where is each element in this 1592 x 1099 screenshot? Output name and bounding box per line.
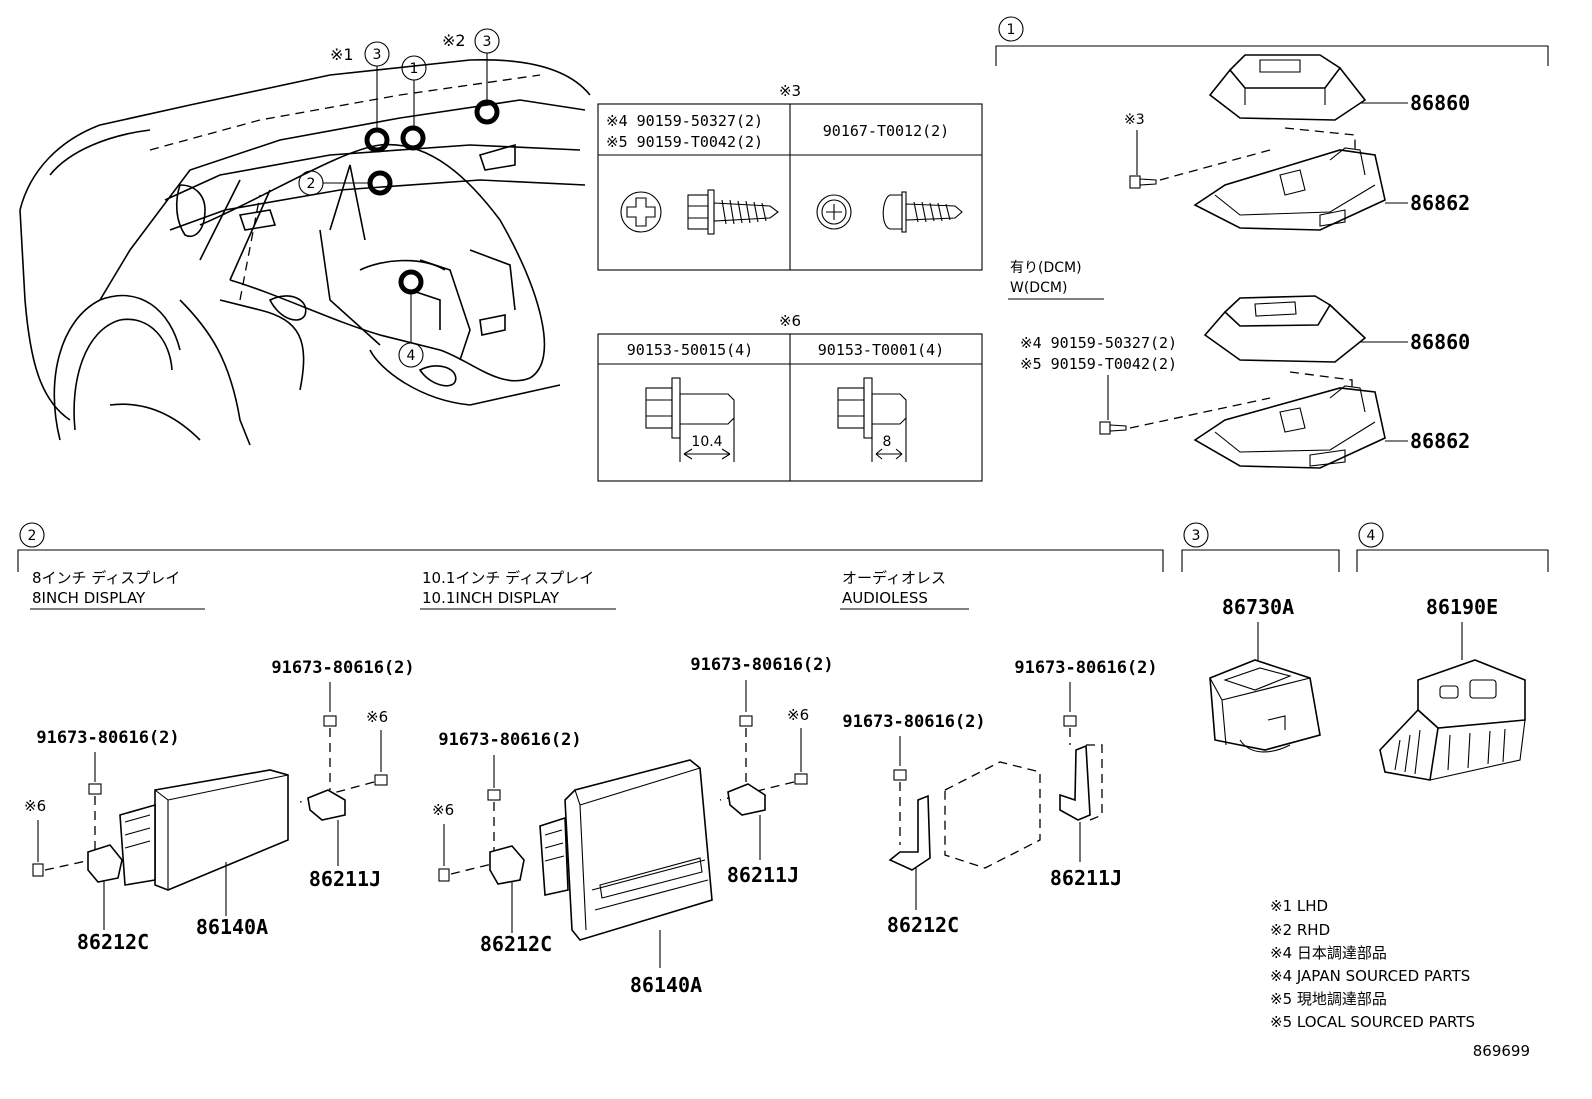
legend-item-5: ※5 LOCAL SOURCED PARTS [1270, 1013, 1475, 1031]
dcm-bracket-bottom [1193, 385, 1386, 469]
callout-4: 4 [407, 348, 416, 364]
part-86862-top: 86862 [1410, 191, 1470, 215]
usb-module-icon [1209, 659, 1321, 753]
part-86190E: 86190E [1426, 595, 1498, 619]
dcm-bracket-top [1193, 147, 1386, 231]
pan-screw-head-icon [816, 194, 852, 230]
legend-item-4: ※5 現地調達部品 [1270, 990, 1387, 1008]
screw-note2-line1: ※4 90159-50327(2) [1020, 334, 1177, 352]
dcm-label-en: W(DCM) [1010, 280, 1067, 296]
dcm-module-bottom [1203, 295, 1367, 363]
section-3: 3 86730A [1181, 522, 1340, 753]
group-8inch-jp: 8インチ ディスプレイ [32, 569, 180, 587]
g3-bolt-left: 91673-80616(2) [842, 712, 985, 732]
group-10inch-jp: 10.1インチ ディスプレイ [422, 569, 594, 587]
g2-part-86212C: 86212C [480, 932, 552, 956]
g1-note6-left: ※6 [24, 797, 46, 815]
fastener-6-label: ※6 [779, 312, 801, 330]
g1-part-86140A: 86140A [196, 915, 268, 939]
fastener-6-col2: 90153-T0001(4) [818, 341, 944, 359]
part-86862-bottom: 86862 [1410, 429, 1470, 453]
fastener-table-3: ※3 ※4 90159-50327(2) ※5 90159-T0042(2) 9… [597, 82, 983, 271]
car-interior-illustration: 3 1 3 2 4 ※1 ※2 [19, 28, 591, 446]
hex-bolt-short-icon [837, 377, 907, 462]
section-2-displays: 2 8インチ ディスプレイ 8INCH DISPLAY 10.1インチ ディスプ… [17, 522, 1164, 997]
screw-icon-2 [1099, 421, 1127, 435]
fastener-table-6: ※6 90153-50015(4) 90153-T0001(4) 10.4 [597, 312, 983, 482]
group-8inch-en: 8INCH DISPLAY [32, 589, 146, 607]
dcm-label-jp: 有り(DCM) [1010, 260, 1082, 276]
flange-screw-head-icon [620, 191, 662, 233]
fastener-3-col2: 90167-T0012(2) [823, 122, 949, 140]
g2-part-86140A: 86140A [630, 973, 702, 997]
diagram-number: 869699 [1473, 1042, 1530, 1060]
callout-1: 1 [410, 61, 419, 77]
section-1-dcm: 1 86860 86862 ※3 有り(DCM) W(DCM) [995, 16, 1549, 469]
g2-note6-right: ※6 [787, 706, 809, 724]
flange-screw-side-icon [687, 189, 779, 235]
g1-part-86211J: 86211J [309, 867, 381, 891]
note-rhd-marker: ※2 [442, 31, 466, 50]
g1-bolt-right: 91673-80616(2) [271, 658, 414, 678]
screw-note2-line2: ※5 90159-T0042(2) [1020, 355, 1177, 373]
group-audioless-jp: オーディオレス [842, 569, 946, 587]
g2-bolt-left: 91673-80616(2) [438, 730, 581, 750]
g3-part-86211J: 86211J [1050, 866, 1122, 890]
group-8inch-assembly: 91673-80616(2) 91673-80616(2) ※6 ※6 [24, 658, 415, 954]
legend-item-2: ※4 日本調達部品 [1270, 944, 1387, 962]
g2-part-86211J: 86211J [727, 863, 799, 887]
section-4: 4 86190E [1356, 522, 1549, 781]
section-4-marker: 4 [1367, 528, 1376, 544]
pan-screw-side-icon [882, 191, 963, 233]
fastener-3-col1-line2: ※5 90159-T0042(2) [606, 133, 763, 151]
section-2-marker: 2 [28, 528, 37, 544]
part-86860-bottom: 86860 [1410, 330, 1470, 354]
usb-port-icon [1379, 659, 1526, 781]
section-1-marker: 1 [1007, 22, 1016, 38]
legend-item-3: ※4 JAPAN SOURCED PARTS [1270, 967, 1470, 985]
part-86860-top: 86860 [1410, 91, 1470, 115]
legend-item-1: ※2 RHD [1270, 921, 1330, 939]
fastener-6-dim2: 8 [883, 434, 892, 450]
legend-item-0: ※1 LHD [1270, 897, 1328, 915]
legend: ※1 LHD ※2 RHD ※4 日本調達部品 ※4 JAPAN SOURCED… [1270, 897, 1475, 1031]
group-audioless-assembly: 91673-80616(2) 91673-80616(2) 86212C 862… [842, 658, 1157, 937]
callout-2: 2 [307, 176, 316, 192]
part-86730A: 86730A [1222, 595, 1294, 619]
screw-icon [1129, 175, 1157, 189]
fastener-3-label: ※3 [779, 82, 801, 100]
group-10inch-en: 10.1INCH DISPLAY [422, 589, 560, 607]
screw-note-3: ※3 [1124, 112, 1145, 128]
callout-3-rhd: 3 [483, 34, 492, 50]
callout-3-lhd: 3 [373, 47, 382, 63]
dcm-module-top [1208, 54, 1367, 121]
g3-part-86212C: 86212C [887, 913, 959, 937]
note-lhd-marker: ※1 [330, 45, 354, 64]
g1-bolt-left: 91673-80616(2) [36, 728, 179, 748]
section-3-marker: 3 [1192, 528, 1201, 544]
g2-note6-left: ※6 [432, 801, 454, 819]
group-audioless-en: AUDIOLESS [842, 589, 928, 607]
g2-bolt-right: 91673-80616(2) [690, 655, 833, 675]
g3-bolt-right: 91673-80616(2) [1014, 658, 1157, 678]
fastener-3-col1-line1: ※4 90159-50327(2) [606, 112, 763, 130]
g1-part-86212C: 86212C [77, 930, 149, 954]
fastener-6-dim1: 10.4 [691, 434, 722, 450]
group-10inch-assembly: 91673-80616(2) 91673-80616(2) ※6 ※6 [432, 655, 834, 997]
g1-note6-right: ※6 [366, 708, 388, 726]
hex-bolt-long-icon [645, 377, 735, 462]
fastener-6-col1: 90153-50015(4) [627, 341, 753, 359]
